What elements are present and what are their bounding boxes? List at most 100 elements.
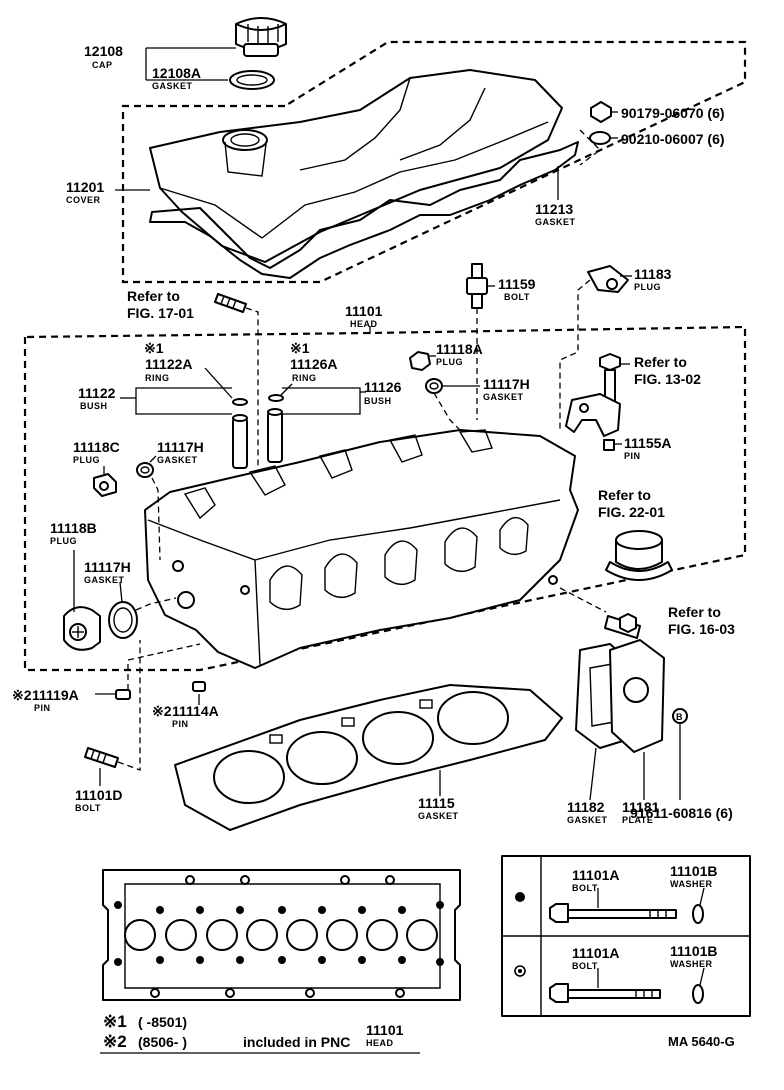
stud-bolt-11101d[interactable] — [84, 747, 119, 768]
inset-washer-row2[interactable] — [692, 984, 704, 1004]
ref-fig13-line1: Refer to — [634, 354, 687, 370]
label-11183: 11183 — [634, 266, 672, 282]
gasket-11117h-low[interactable] — [108, 601, 138, 639]
label-bolt-11101d: BOLT — [75, 803, 101, 813]
label-11101d: 11101D — [75, 787, 123, 803]
label-11126a: 11126A — [290, 356, 338, 372]
label-plug-11118c: PLUG — [73, 455, 100, 465]
label-pin-11155a: PIN — [624, 451, 641, 461]
pin-11119a[interactable] — [115, 689, 131, 700]
label-gasket-11117h-mid: GASKET — [157, 455, 198, 465]
water-fitting[interactable] — [604, 613, 641, 639]
drawing-code: MA 5640-G — [668, 1034, 735, 1049]
oil-filler-cap[interactable] — [235, 17, 287, 57]
bolt-11159[interactable] — [466, 263, 488, 309]
bush-11122[interactable] — [232, 414, 248, 469]
inset-row1-washer-number: 11101B — [670, 863, 718, 879]
label-ring-11122a: RING — [145, 373, 170, 383]
ref-fig16-line2: FIG. 16-03 — [668, 621, 735, 637]
label-gasket-11182: GASKET — [567, 815, 608, 825]
plug-11183[interactable] — [587, 265, 629, 293]
label-bush-11122: BUSH — [80, 401, 108, 411]
label-11181: 11181 — [622, 799, 660, 815]
label-plate-11181: PLATE — [622, 815, 653, 825]
plug-11118c[interactable] — [93, 473, 117, 497]
ref-fig17-line2: FIG. 17-01 — [127, 305, 194, 321]
note1-mark: ※1 — [103, 1012, 127, 1031]
label-90210-06007: 90210-06007 (6) — [621, 131, 725, 147]
pnc-name: HEAD — [366, 1038, 394, 1048]
label-12108a: 12108A — [152, 65, 201, 81]
mark-11126a: ※1 — [290, 340, 310, 356]
label-gasket-11117h-low: GASKET — [84, 575, 125, 585]
callout-b-letter: B — [676, 712, 683, 722]
ref-fig22-line1: Refer to — [598, 487, 651, 503]
plate-11181[interactable] — [609, 639, 665, 753]
label-11122: 11122 — [78, 385, 116, 401]
cylinder-head-cover[interactable] — [149, 69, 563, 263]
plug-11118a[interactable] — [409, 351, 431, 371]
pin-11155a[interactable] — [603, 439, 615, 451]
water-outlet-housing[interactable] — [605, 530, 673, 581]
label-11101: 11101 — [345, 303, 383, 319]
note2-text: included in PNC — [243, 1034, 350, 1050]
label-11117h-top: 11117H — [483, 376, 530, 392]
label-11201: 11201 — [66, 179, 104, 195]
cap-gasket-ring[interactable] — [229, 70, 275, 90]
cover-group-frame — [121, 40, 747, 284]
label-cap-gasket: GASKET — [152, 81, 193, 91]
inset-row1-bolt-number: 11101A — [572, 867, 620, 883]
inset-washer-row1[interactable] — [692, 904, 704, 924]
mark-11119a: ※2 — [12, 687, 32, 703]
label-11213: 11213 — [535, 201, 573, 217]
cover-nut[interactable] — [590, 101, 612, 123]
seal-washer[interactable] — [589, 131, 611, 145]
inset-bolt-row1[interactable] — [549, 903, 677, 923]
cylinder-head-bottom-view[interactable] — [102, 869, 461, 1001]
label-cover: COVER — [66, 195, 101, 205]
engine-hanger-bracket[interactable] — [565, 393, 621, 437]
label-plug-11118a: PLUG — [436, 357, 463, 367]
label-11118a: 11118A — [436, 341, 483, 357]
cylinder-head-gasket[interactable] — [174, 684, 563, 831]
inset-row2-washer-number: 11101B — [670, 943, 718, 959]
label-90179-06070: 90179-06070 (6) — [621, 105, 725, 121]
ref-fig22-line2: FIG. 22-01 — [598, 504, 665, 520]
inset-row1-washer-name: WASHER — [670, 879, 713, 889]
bolt-fig13[interactable] — [599, 353, 621, 403]
ref-fig16-line1: Refer to — [668, 604, 721, 620]
label-11117h-mid: 11117H — [157, 439, 204, 455]
label-11115: 11115 — [418, 795, 455, 811]
inset-row2-bolt-name: BOLT — [572, 961, 598, 971]
note2-range: (8506- ) — [138, 1034, 187, 1050]
label-bush-11126: BUSH — [364, 396, 392, 406]
label-pin-11119a: PIN — [34, 703, 51, 713]
ring-11126a[interactable] — [268, 394, 284, 402]
label-11122a: 11122A — [145, 356, 193, 372]
gasket-11117h-mid[interactable] — [136, 462, 154, 478]
label-11119a: 11119A — [32, 687, 79, 703]
gasket-11117h-top[interactable] — [425, 378, 443, 394]
pin-11114a[interactable] — [192, 681, 206, 692]
inset-row1-bolt-name: BOLT — [572, 883, 598, 893]
ref-fig13-line2: FIG. 13-02 — [634, 371, 701, 387]
label-11118c: 11118C — [73, 439, 120, 455]
cylinder-head[interactable] — [144, 429, 579, 669]
inset-row2-washer-name: WASHER — [670, 959, 713, 969]
plug-11118b[interactable] — [63, 606, 101, 651]
ring-11122a[interactable] — [232, 398, 248, 406]
label-12108: 12108 — [84, 43, 123, 59]
label-bolt-11159: BOLT — [504, 292, 530, 302]
bush-11126[interactable] — [267, 408, 283, 463]
label-11126: 11126 — [364, 379, 402, 395]
label-gasket-11117h-top: GASKET — [483, 392, 524, 402]
inset-bolt-row2[interactable] — [549, 983, 661, 1003]
label-plug-11118b: PLUG — [50, 536, 77, 546]
label-cover-gasket: GASKET — [535, 217, 576, 227]
note2-mark: ※2 — [103, 1032, 127, 1051]
label-ring-11126a: RING — [292, 373, 317, 383]
label-91611-60816: 91611-60816 (6) — [630, 805, 733, 821]
stud-bolt-top[interactable] — [214, 293, 247, 313]
cover-gasket-outline[interactable] — [149, 141, 579, 279]
